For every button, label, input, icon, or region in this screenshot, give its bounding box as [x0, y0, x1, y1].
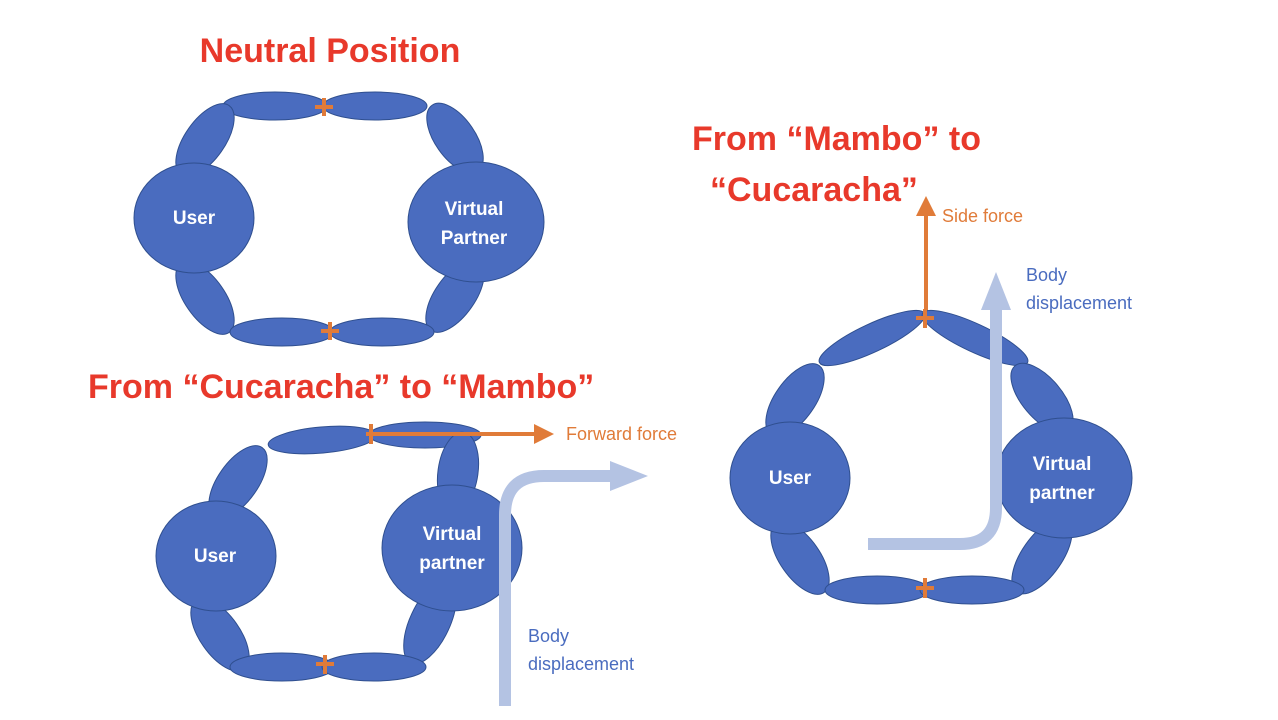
mambo-user-body	[729, 421, 851, 535]
mambo-displacement-label-line1: Body	[1026, 265, 1067, 285]
mambo-arm-top-right	[921, 309, 1029, 367]
forward-force-arrow	[366, 424, 554, 444]
mambo-displacement-label-line2: displacement	[1026, 293, 1132, 313]
neutral-arm-top-left	[222, 91, 328, 121]
cuc-partner-label-line1: Virtual	[423, 524, 482, 545]
forward-force-label: Forward force	[566, 424, 677, 444]
cuc-user-label: User	[194, 546, 237, 567]
neutral-partner-body	[407, 161, 545, 283]
neutral-contact-top-icon	[315, 98, 333, 116]
cuc-displacement-label-line2: displacement	[528, 654, 634, 674]
cuc-to-mambo-group: From “Cucaracha” to “Mambo” Forward forc…	[88, 368, 677, 706]
mambo-partner-label-line1: Virtual	[1033, 454, 1092, 475]
mambo-contact-markers	[916, 309, 934, 598]
mambo-contact-top-icon	[916, 309, 934, 328]
neutral-contact-markers	[315, 98, 339, 340]
mambo-partner-label-line2: partner	[1029, 483, 1095, 504]
mambo-to-cuc-title-line2: “Cucaracha”	[710, 171, 918, 209]
neutral-partner-label-line2: Partner	[441, 228, 508, 249]
cuc-partner-label-line2: partner	[419, 553, 485, 574]
mambo-displacement-arrow	[868, 272, 1011, 550]
mambo-contact-bottom-icon	[916, 578, 934, 598]
neutral-partner-label-line1: Virtual	[445, 199, 504, 220]
cuc-displacement-label-line1: Body	[528, 626, 569, 646]
mambo-to-cuc-title-line1: From “Mambo” to	[692, 120, 981, 158]
cuc-displacement-arrow	[499, 461, 648, 706]
cuc-to-mambo-title: From “Cucaracha” to “Mambo”	[88, 368, 594, 406]
cuc-contact-bottom-icon	[316, 655, 334, 674]
side-force-label: Side force	[942, 206, 1023, 226]
mambo-body-parts	[729, 309, 1133, 605]
mambo-arm-bottom-left	[824, 575, 930, 605]
mambo-arm-bottom-right	[919, 575, 1025, 605]
neutral-user-body	[133, 162, 255, 274]
cuc-user-body	[155, 500, 277, 612]
mambo-displacement-head	[981, 272, 1011, 310]
neutral-title: Neutral Position	[200, 32, 461, 70]
neutral-arm-bottom-right	[329, 317, 435, 347]
cuc-arm-bottom-right	[321, 652, 427, 682]
cuc-arm-top-left	[267, 425, 377, 455]
neutral-body-parts	[133, 91, 545, 347]
mambo-arm-top-left	[818, 309, 926, 367]
neutral-contact-bottom-icon	[321, 322, 339, 340]
cuc-partner-body	[381, 484, 523, 612]
mambo-displacement-path	[868, 308, 1002, 550]
cuc-arm-bottom-left	[229, 652, 335, 682]
mambo-user-label: User	[769, 468, 812, 489]
mambo-to-cuc-group: From “Mambo” to “Cucaracha” Side force	[692, 120, 1133, 605]
cuc-contact-markers	[316, 655, 334, 674]
neutral-group: Neutral Position User Virtual P	[133, 32, 545, 347]
mambo-partner-body	[995, 417, 1133, 539]
neutral-arm-top-right	[322, 91, 428, 121]
cuc-displacement-path	[499, 470, 612, 706]
neutral-user-label: User	[173, 208, 216, 229]
neutral-arm-bottom-left	[229, 317, 335, 347]
cuc-displacement-head	[610, 461, 648, 491]
cuc-to-mambo-body-parts	[155, 421, 523, 682]
